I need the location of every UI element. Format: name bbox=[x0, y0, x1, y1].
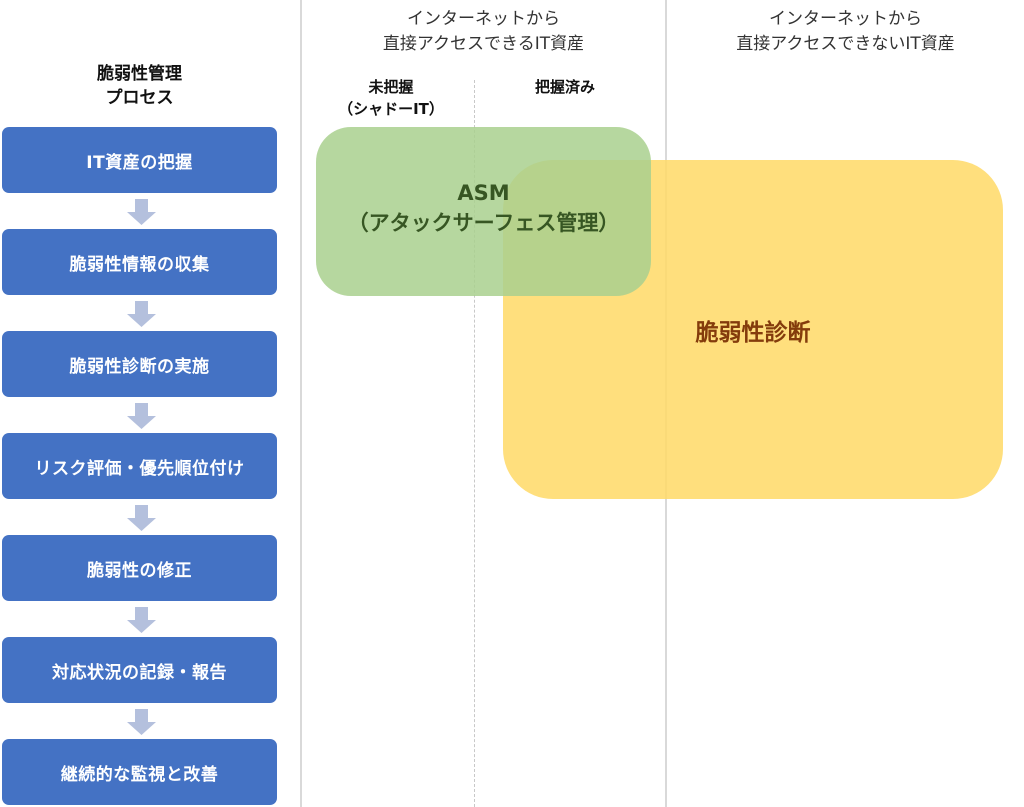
step-label: 脆弱性診断の実施 bbox=[69, 356, 210, 377]
column-header-line2: 直接アクセスできないIT資産 bbox=[736, 34, 955, 54]
process-step-1: IT資産の把握 bbox=[2, 127, 277, 193]
asm-label-line1: ASM bbox=[457, 181, 510, 205]
subheader-known-label: 把握済み bbox=[534, 78, 595, 96]
step-label: 脆弱性情報の収集 bbox=[69, 254, 210, 275]
process-step-6: 対応状況の記録・報告 bbox=[2, 637, 277, 703]
down-arrow-icon bbox=[127, 505, 156, 531]
process-title-line1: 脆弱性管理 bbox=[97, 64, 182, 84]
subcolumn-divider-dashed bbox=[474, 80, 475, 807]
step-label: リスク評価・優先順位付け bbox=[34, 458, 245, 479]
column-header-line2: 直接アクセスできるIT資産 bbox=[382, 34, 585, 54]
column-header-line1: インターネットから bbox=[769, 9, 922, 29]
process-step-4: リスク評価・優先順位付け bbox=[2, 433, 277, 499]
process-step-2: 脆弱性情報の収集 bbox=[2, 229, 277, 295]
column-header-not-internet-facing: インターネットから 直接アクセスできないIT資産 bbox=[667, 7, 1024, 57]
asm-label: ASM （アタックサーフェス管理） bbox=[316, 178, 651, 238]
step-label: IT資産の把握 bbox=[86, 152, 193, 173]
process-step-7: 継続的な監視と改善 bbox=[2, 739, 277, 805]
process-step-3: 脆弱性診断の実施 bbox=[2, 331, 277, 397]
process-title-line2: プロセス bbox=[105, 88, 174, 108]
down-arrow-icon bbox=[127, 709, 156, 735]
column-divider-left bbox=[300, 0, 302, 807]
vulnerability-assessment-label: 脆弱性診断 bbox=[695, 320, 811, 346]
step-label: 対応状況の記録・報告 bbox=[52, 662, 227, 683]
down-arrow-icon bbox=[127, 607, 156, 633]
subheader-unknown-assets: 未把握 （シャドーIT） bbox=[316, 76, 466, 120]
subheader-unknown-line2: （シャドーIT） bbox=[338, 100, 444, 118]
column-header-internet-facing: インターネットから 直接アクセスできるIT資産 bbox=[302, 7, 665, 57]
process-title: 脆弱性管理 プロセス bbox=[2, 62, 277, 110]
process-step-5: 脆弱性の修正 bbox=[2, 535, 277, 601]
asm-area bbox=[316, 127, 651, 296]
down-arrow-icon bbox=[127, 199, 156, 225]
subheader-unknown-line1: 未把握 bbox=[368, 78, 414, 96]
down-arrow-icon bbox=[127, 301, 156, 327]
asm-label-line2: （アタックサーフェス管理） bbox=[347, 211, 620, 235]
step-label: 継続的な監視と改善 bbox=[60, 764, 219, 785]
step-label: 脆弱性の修正 bbox=[87, 560, 192, 581]
down-arrow-icon bbox=[127, 403, 156, 429]
subheader-known-assets: 把握済み bbox=[480, 76, 650, 98]
column-header-line1: インターネットから bbox=[407, 9, 560, 29]
